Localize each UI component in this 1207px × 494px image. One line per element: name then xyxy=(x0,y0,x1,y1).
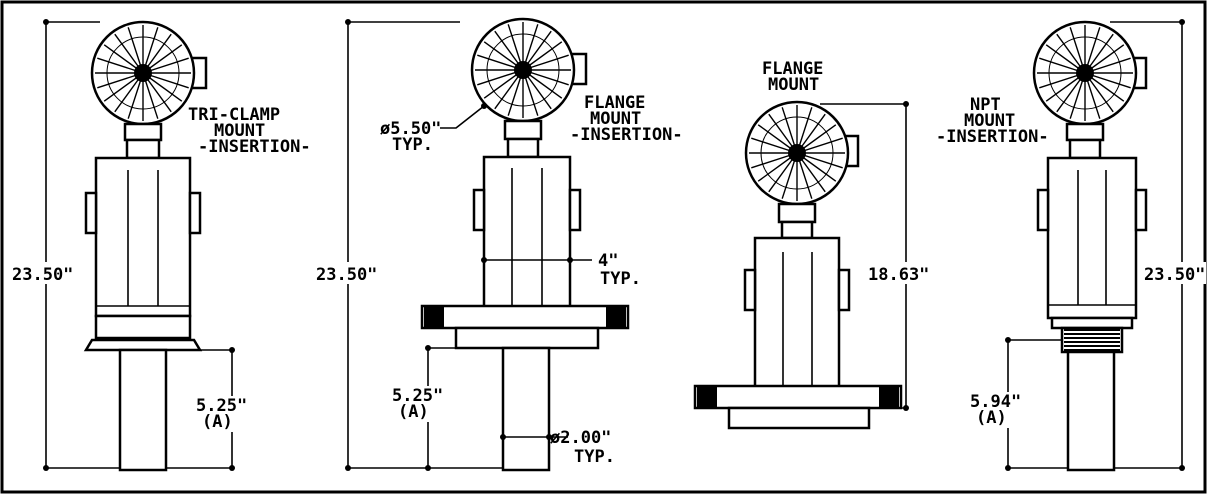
mount-label-line1: NPT xyxy=(970,95,1001,115)
mount-label-line1: FLANGE xyxy=(762,59,823,79)
gauge-dial-icon xyxy=(470,17,588,123)
body-width-sub: TYP. xyxy=(600,269,641,289)
view-flange-insertion: 23.50" 5.25" (A) ø5.50" TYP. 4" TYP. ø2.… xyxy=(314,17,683,472)
view-flange: 18.63" FLANGE MOUNT xyxy=(693,59,932,430)
gauge-dial-icon xyxy=(90,20,208,126)
mount-label-line2: MOUNT xyxy=(964,111,1015,131)
height-dim-label: 23.50" xyxy=(12,265,73,285)
height-dim-label: 23.50" xyxy=(316,265,377,285)
gauge-dial-icon xyxy=(744,100,860,206)
height-dim-label: 18.63" xyxy=(868,265,929,285)
mount-label-line2: MOUNT xyxy=(590,109,641,129)
gauge-diameter-label: ø5.50" xyxy=(380,119,441,139)
mount-label-line3: -INSERTION- xyxy=(570,125,683,145)
insertion-dim-label: 5.94" xyxy=(970,392,1021,412)
insertion-dim-label: 5.25" xyxy=(196,396,247,416)
view-tri-clamp: 23.50" 5.25" (A) TRI-CLAMP MOUNT -INSERT… xyxy=(10,19,311,472)
probe-diameter-label: ø2.00" xyxy=(550,428,611,448)
mount-label-line3: -INSERTION- xyxy=(198,137,311,157)
mount-label-line1: TRI-CLAMP xyxy=(188,105,280,125)
height-dim-label: 23.50" xyxy=(1144,265,1205,285)
insertion-dim-sub: (A) xyxy=(202,412,233,432)
insertion-dim-sub: (A) xyxy=(398,402,429,422)
gauge-dial-icon xyxy=(1032,20,1148,126)
mount-label-line2: MOUNT xyxy=(214,121,265,141)
insertion-dim-label: 5.25" xyxy=(392,386,443,406)
mount-label-line1: FLANGE xyxy=(584,93,645,113)
insertion-dim-sub: (A) xyxy=(976,408,1007,428)
body-width-label: 4" xyxy=(598,251,618,271)
probe-diameter-sub: TYP. xyxy=(574,447,615,467)
view-npt: 23.50" 5.94" (A) NPT MOUNT -INSERTION- xyxy=(936,19,1206,472)
gauge-diameter-sub: TYP. xyxy=(392,135,433,155)
mount-label-line3: -INSERTION- xyxy=(936,127,1049,147)
mount-label-line2: MOUNT xyxy=(768,75,819,95)
